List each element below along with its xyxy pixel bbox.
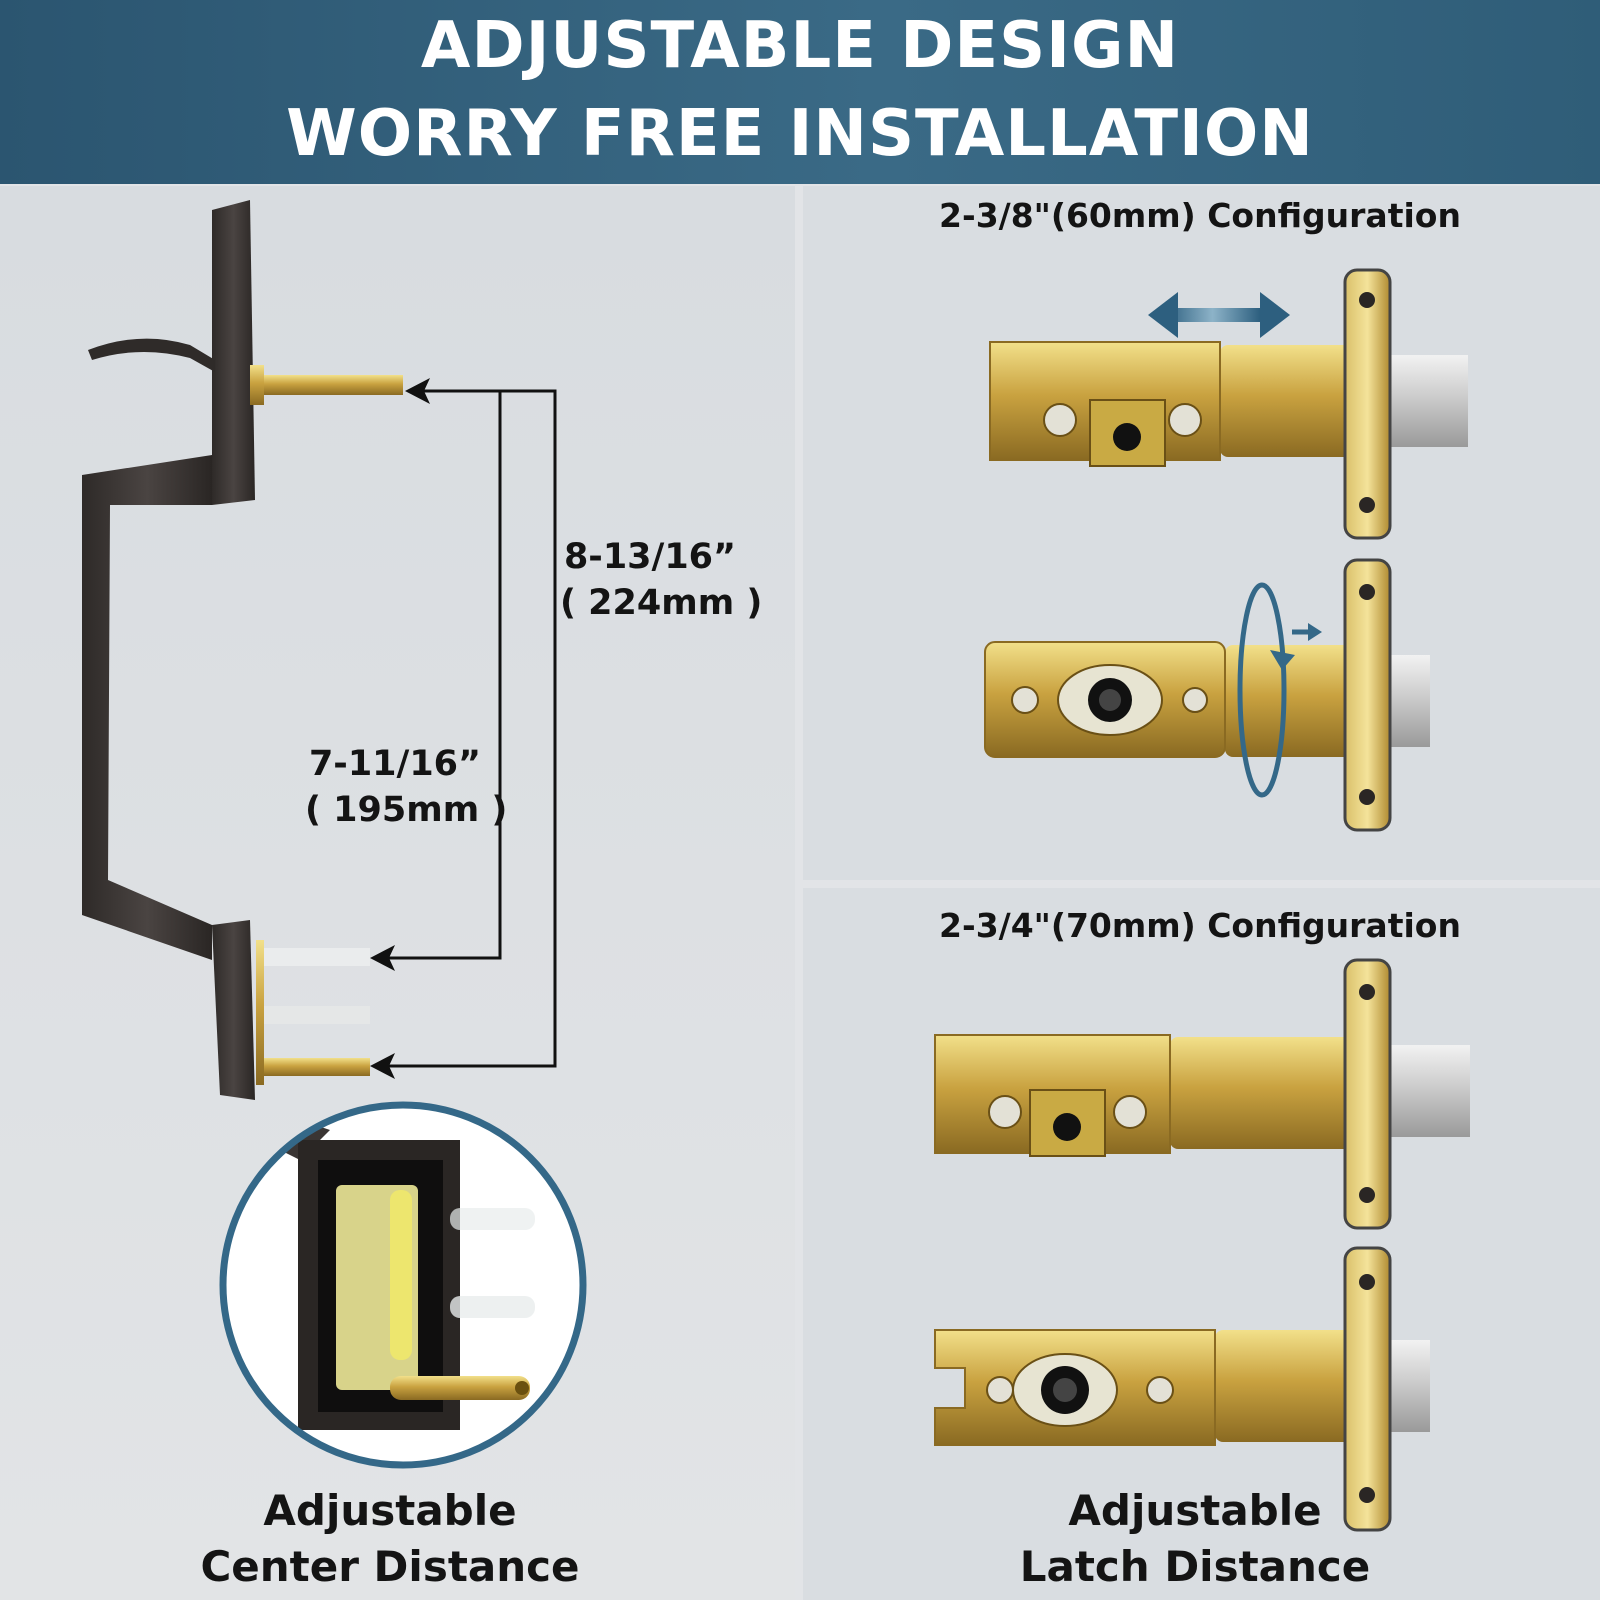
backplate-detail-inset xyxy=(219,1101,587,1469)
dimension-224mm-metric: ( 224mm ) xyxy=(560,583,763,623)
screw-pin-bottom xyxy=(262,1058,370,1076)
latch-70mm-side xyxy=(934,958,1470,1230)
latch-70mm-rotated xyxy=(934,1246,1430,1532)
header-banner: ADJUSTABLE DESIGN WORRY FREE INSTALLATIO… xyxy=(0,0,1600,184)
banner-title-line2: WORRY FREE INSTALLATION xyxy=(286,97,1314,171)
caption-latch-distance-line1: Adjustable xyxy=(1068,1486,1322,1535)
caption-center-distance-line1: Adjustable xyxy=(263,1486,517,1535)
dimension-195mm: 7-11/16” ( 195mm ) xyxy=(305,741,508,833)
dimension-224mm-imperial: 8-13/16” xyxy=(563,537,737,577)
caption-center-distance: Adjustable Center Distance xyxy=(140,1483,640,1595)
config-70mm-panel xyxy=(803,888,1600,1600)
caption-center-distance-line2: Center Distance xyxy=(200,1542,580,1591)
dimension-195mm-metric: ( 195mm ) xyxy=(305,790,508,830)
config-60mm-title: 2-3/8"(60mm) Configuration xyxy=(939,196,1461,235)
screw-pin-middle xyxy=(262,1006,370,1024)
dimension-arrow-icon xyxy=(385,389,557,1068)
latch-60mm-rotated xyxy=(984,558,1430,832)
top-spindle xyxy=(255,375,403,395)
caption-latch-distance: Adjustable Latch Distance xyxy=(945,1483,1445,1595)
banner-title-line1: ADJUSTABLE DESIGN xyxy=(420,9,1180,83)
config-60mm-panel xyxy=(803,186,1600,880)
handleset-illustration xyxy=(82,200,403,1100)
config-70mm-title: 2-3/4"(70mm) Configuration xyxy=(939,906,1461,945)
double-arrow-icon xyxy=(1148,292,1290,338)
screw-pin-top xyxy=(262,948,370,966)
caption-latch-distance-line2: Latch Distance xyxy=(1019,1542,1371,1591)
latch-60mm-side xyxy=(989,268,1468,540)
dimension-224mm: 8-13/16” ( 224mm ) xyxy=(560,534,763,626)
dimension-195mm-imperial: 7-11/16” xyxy=(308,744,482,784)
rotate-arrow-icon xyxy=(1237,582,1322,798)
